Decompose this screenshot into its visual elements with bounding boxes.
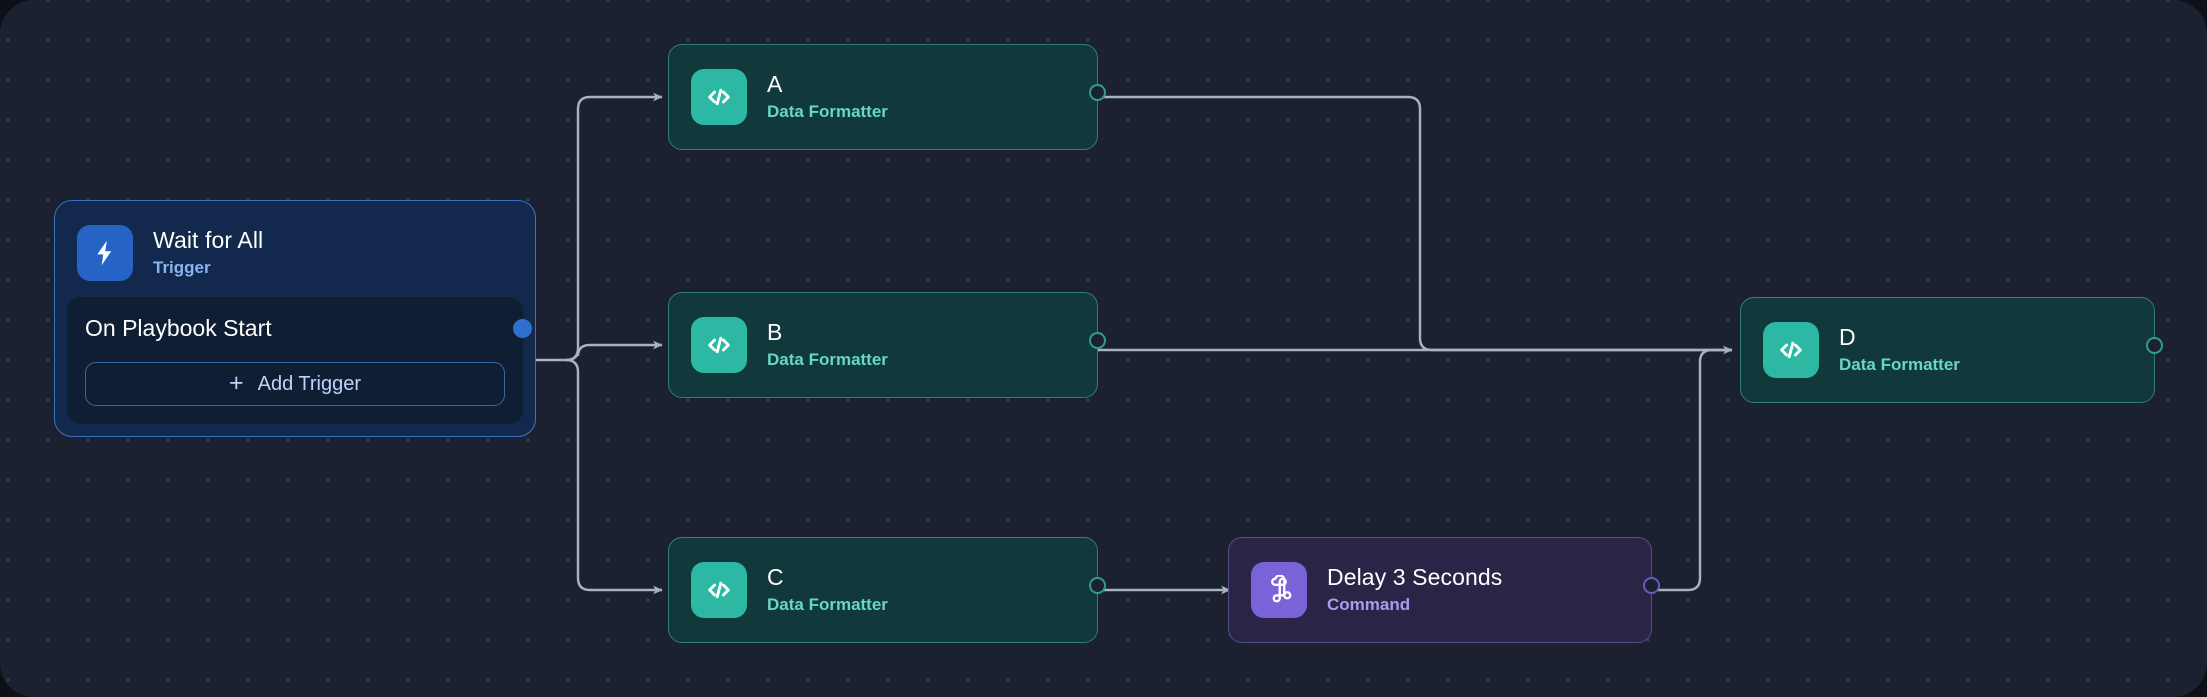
trigger-title: Wait for All — [153, 227, 264, 254]
node-b-output-port[interactable] — [1089, 332, 1106, 349]
node-subtitle: Data Formatter — [1839, 355, 1960, 375]
trigger-row-on-playbook-start[interactable]: On Playbook Start — [85, 313, 532, 346]
add-trigger-label: Add Trigger — [257, 372, 361, 395]
trigger-row-label: On Playbook Start — [85, 315, 272, 341]
node-c-output-port[interactable] — [1089, 577, 1106, 594]
edge-trigger-to-c — [565, 358, 663, 595]
node-subtitle: Command — [1327, 595, 1411, 615]
node-subtitle: Data Formatter — [767, 350, 888, 370]
add-trigger-button[interactable]: + Add Trigger — [85, 362, 505, 406]
code-icon — [691, 317, 747, 373]
trigger-header: Wait for All Trigger — [67, 213, 523, 297]
node-d-output-port[interactable] — [2146, 337, 2163, 354]
edge-trigger-to-a — [565, 92, 663, 362]
code-icon — [1763, 322, 1819, 378]
node-b[interactable]: B Data Formatter — [668, 292, 1106, 398]
node-a-output-port[interactable] — [1089, 84, 1106, 101]
node-delay-output-port[interactable] — [1643, 577, 1660, 594]
edge-a-to-d — [1098, 95, 1732, 352]
node-d[interactable]: D Data Formatter — [1740, 297, 2163, 403]
command-icon — [1251, 562, 1307, 618]
node-c[interactable]: C Data Formatter — [668, 537, 1106, 643]
node-title: Delay 3 Seconds — [1327, 564, 1503, 591]
node-wait-for-all[interactable]: Wait for All Trigger On Playbook Start +… — [54, 200, 536, 437]
edge-delay-to-d — [1652, 348, 1732, 592]
edge-trigger-to-b — [565, 340, 663, 362]
node-title: B — [767, 319, 783, 346]
node-subtitle: Data Formatter — [767, 595, 888, 615]
trigger-output-port[interactable] — [513, 319, 532, 338]
node-title: C — [767, 564, 784, 591]
code-icon — [691, 562, 747, 618]
lightning-bolt-icon — [77, 225, 133, 281]
trigger-body: On Playbook Start + Add Trigger — [67, 297, 532, 424]
node-subtitle: Data Formatter — [767, 102, 888, 122]
trigger-subtitle: Trigger — [153, 258, 211, 278]
node-delay-3-seconds[interactable]: Delay 3 Seconds Command — [1228, 537, 1660, 643]
node-title: D — [1839, 324, 1856, 351]
code-icon — [691, 69, 747, 125]
node-a[interactable]: A Data Formatter — [668, 44, 1106, 150]
node-title: A — [767, 71, 783, 98]
